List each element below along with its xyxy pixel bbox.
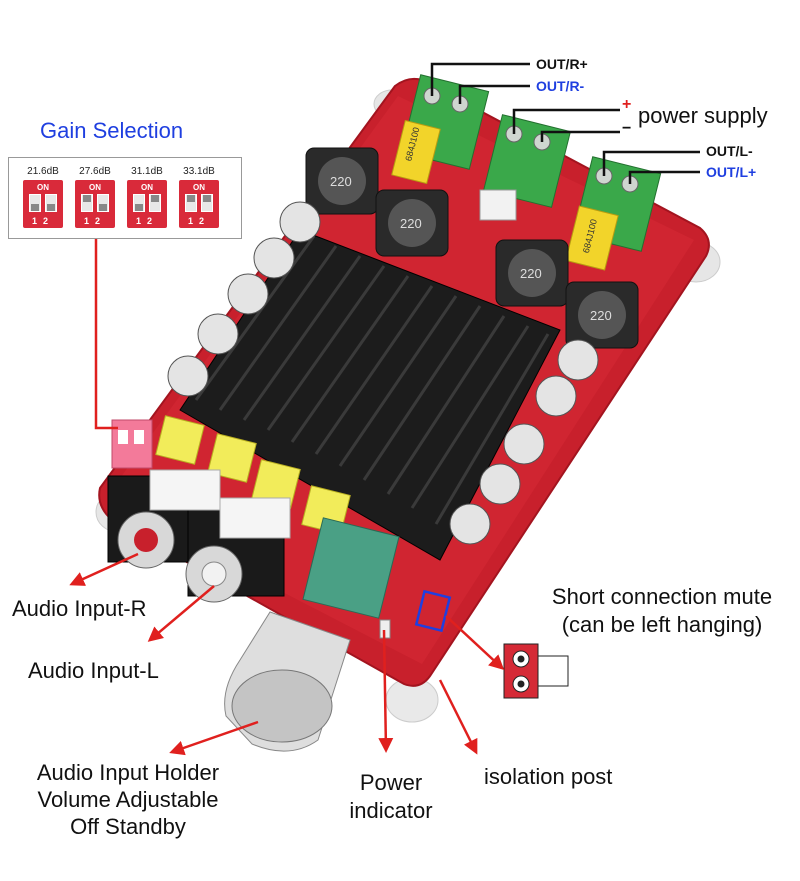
gain-value: 27.6dB [79, 166, 111, 177]
label-out-l-minus: OUT/L- [706, 143, 753, 159]
label-holder-line2: Volume Adjustable [37, 787, 219, 812]
mute-label-line2: (can be left hanging) [561, 612, 763, 637]
label-audio-input-l: Audio Input-L [28, 658, 159, 683]
dip-on-label: ON [141, 183, 153, 192]
label-power-line1: Power [359, 770, 423, 795]
label-power-supply: power supply [638, 103, 768, 128]
svg-text:220: 220 [400, 216, 422, 231]
gain-option: 27.6dB ON 12 [75, 166, 115, 230]
label-out-r-minus: OUT/R- [536, 78, 585, 94]
dip-on-label: ON [193, 183, 205, 192]
label-holder-line3: Off Standby [70, 814, 186, 839]
capacitors-left [167, 201, 321, 397]
gain-value: 33.1dB [183, 166, 215, 177]
label-power-line2: indicator [349, 798, 433, 823]
svg-text:220: 220 [330, 174, 352, 189]
svg-text:220: 220 [520, 266, 542, 281]
gain-selection-title: Gain Selection [40, 118, 184, 143]
label-out-l-plus: OUT/L+ [706, 164, 757, 180]
inductors: 220 220 220 220 [305, 147, 639, 349]
dip-pin-numbers: 12 [187, 216, 210, 226]
gain-value: 31.1dB [131, 166, 163, 177]
svg-text:220: 220 [590, 308, 612, 323]
label-minus: − [622, 120, 632, 137]
capacitors-right [449, 339, 599, 545]
label-holder-line1: Audio Input Holder [36, 760, 220, 785]
mute-jumper-detail [503, 643, 569, 699]
label-out-r-plus: OUT/R+ [536, 56, 588, 72]
mute-label-line1: Short connection mute [551, 584, 773, 609]
label-isolation-post: isolation post [484, 764, 613, 789]
gain-option: 33.1dB ON 12 [179, 166, 219, 230]
dip-pin-numbers: 12 [135, 216, 158, 226]
gain-option: 21.6dB ON 12 [23, 166, 63, 230]
gain-selection-panel: 21.6dB ON 12 27.6dB ON 12 31.1dB ON 12 3… [8, 157, 242, 239]
label-audio-input-r: Audio Input-R [12, 596, 147, 621]
dip-pin-numbers: 12 [31, 216, 54, 226]
gain-option: 31.1dB ON 12 [127, 166, 167, 230]
dip-on-label: ON [89, 183, 101, 192]
gain-value: 21.6dB [27, 166, 59, 177]
dip-pin-numbers: 12 [83, 216, 106, 226]
dip-on-label: ON [37, 183, 49, 192]
label-plus: + [622, 96, 632, 113]
potentiometer [302, 517, 400, 619]
mute-jumper [414, 589, 452, 633]
